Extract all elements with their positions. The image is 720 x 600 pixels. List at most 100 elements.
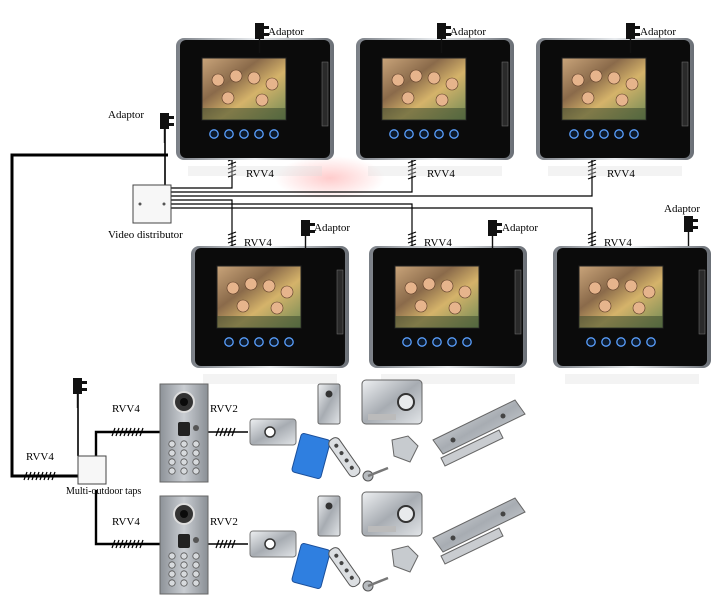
rvv4-label: RVV4 bbox=[607, 168, 635, 180]
cable-hatch bbox=[39, 471, 44, 481]
cable-hatch bbox=[587, 159, 597, 164]
electric-lock-icon bbox=[249, 418, 297, 446]
keypad-key bbox=[192, 458, 200, 466]
monitor-side-keys bbox=[336, 269, 344, 335]
power-adaptor-icon bbox=[160, 113, 174, 143]
cable-hatch bbox=[407, 239, 417, 244]
cable-hatch bbox=[587, 175, 597, 180]
monitor-touch-button bbox=[224, 337, 234, 347]
cable-hatch bbox=[227, 231, 237, 236]
monitor-touch-button bbox=[462, 337, 472, 347]
screen-foreground bbox=[395, 316, 479, 328]
screen-face bbox=[632, 301, 646, 315]
adaptor-prong bbox=[635, 33, 640, 36]
monitor-touch-button bbox=[449, 129, 459, 139]
monitor-reflection bbox=[203, 374, 337, 384]
keypad-key bbox=[168, 570, 176, 578]
speaker bbox=[193, 425, 199, 431]
speaker bbox=[193, 537, 199, 543]
door-camera-keypad-icon bbox=[159, 383, 209, 483]
rim-lock-strike bbox=[317, 495, 341, 537]
cable-hatch bbox=[227, 161, 237, 166]
mag-lock-plate bbox=[440, 527, 504, 565]
mag-lock-screw bbox=[450, 535, 456, 541]
power-adaptor-icon bbox=[255, 23, 269, 53]
screw bbox=[162, 202, 166, 206]
adaptor-prong bbox=[497, 223, 502, 226]
cable-hatch bbox=[407, 171, 417, 176]
cable-hatch bbox=[119, 539, 124, 549]
rim-lock-body bbox=[361, 379, 423, 425]
adaptor-prong bbox=[169, 123, 174, 126]
remote-button bbox=[349, 575, 354, 580]
keypad-key bbox=[168, 561, 176, 569]
indoor-monitor bbox=[369, 246, 527, 384]
remote-button bbox=[334, 553, 339, 558]
rvv4-label: RVV4 bbox=[244, 237, 272, 249]
cable-hatch bbox=[27, 471, 32, 481]
keypad-key bbox=[180, 561, 188, 569]
power-adaptor-icon bbox=[626, 23, 640, 53]
keypad-key bbox=[168, 440, 176, 448]
screw bbox=[138, 202, 142, 206]
cable-hatch bbox=[587, 171, 597, 176]
keypad-key bbox=[180, 570, 188, 578]
junction-box-icon bbox=[77, 455, 107, 485]
adaptor-prong bbox=[635, 26, 640, 29]
cable-hatch bbox=[47, 471, 52, 481]
cable-hatch bbox=[119, 427, 124, 437]
screen-face bbox=[588, 281, 602, 295]
adaptor-prong bbox=[693, 219, 698, 222]
keypad-key bbox=[180, 579, 188, 587]
monitor-reflection bbox=[548, 166, 682, 176]
key-icon bbox=[362, 576, 389, 592]
cable-hatch bbox=[115, 427, 120, 437]
door-camera-pupil bbox=[180, 510, 188, 518]
cable bbox=[170, 207, 593, 250]
screen-face bbox=[244, 277, 258, 291]
screen-face bbox=[221, 91, 235, 105]
electric-lock-icon bbox=[249, 530, 297, 558]
screen-foreground bbox=[217, 316, 301, 328]
monitor-touch-button bbox=[614, 129, 624, 139]
keypad-key bbox=[180, 552, 188, 560]
mag-lock-screw bbox=[500, 511, 506, 517]
adaptor-prong bbox=[264, 26, 269, 29]
monitor-touch-button bbox=[584, 129, 594, 139]
monitor-touch-button bbox=[389, 129, 399, 139]
cable-hatch bbox=[227, 235, 237, 240]
monitor-reflection bbox=[368, 166, 502, 176]
monitor-reflection bbox=[565, 374, 699, 384]
monitor-touch-button bbox=[239, 337, 249, 347]
screen-face bbox=[598, 299, 612, 313]
monitor-touch-button bbox=[284, 337, 294, 347]
adaptor-body bbox=[301, 220, 310, 236]
screen-face bbox=[581, 91, 595, 105]
monitor-side-keys bbox=[514, 269, 522, 335]
cable-hatch bbox=[111, 539, 116, 549]
cable-hatch bbox=[135, 539, 140, 549]
adaptor-prong bbox=[446, 26, 451, 29]
keypad-key bbox=[192, 449, 200, 457]
cable-hatch bbox=[587, 163, 597, 168]
screen-face bbox=[448, 301, 462, 315]
cable-layer bbox=[10, 128, 597, 549]
screen-face bbox=[458, 285, 472, 299]
cable-hatch bbox=[227, 239, 237, 244]
screen-face bbox=[211, 73, 225, 87]
junction-box-icon bbox=[132, 184, 172, 224]
screen-face bbox=[615, 93, 629, 107]
indoor-monitor bbox=[191, 246, 349, 384]
adaptor-prong bbox=[82, 381, 87, 384]
remote-button bbox=[344, 568, 349, 573]
monitor-touch-button bbox=[224, 129, 234, 139]
adaptor-label: Adaptor bbox=[640, 26, 676, 38]
monitor-touch-button bbox=[269, 337, 279, 347]
screen-face bbox=[409, 69, 423, 83]
cable-hatch bbox=[587, 231, 597, 236]
remote-body bbox=[328, 547, 361, 588]
fingerprint-reader bbox=[178, 422, 190, 436]
cable-hatch bbox=[35, 471, 40, 481]
